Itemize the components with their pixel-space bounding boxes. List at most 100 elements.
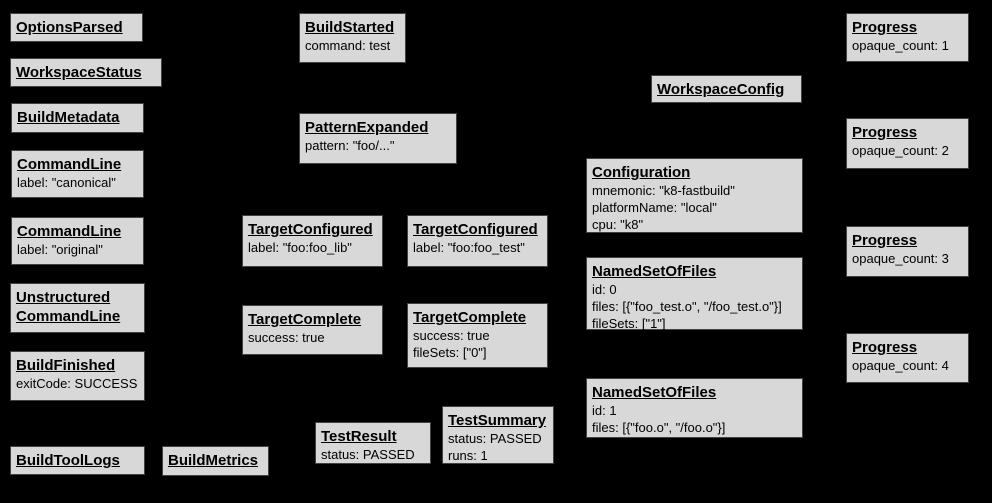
box-attr-line: success: true [248, 330, 325, 345]
box-attr-line: label: "canonical" [17, 175, 116, 190]
box-title: WorkspaceConfig [657, 80, 796, 99]
box-title-line: BuildMetrics [168, 452, 259, 469]
box-attr-line: exitCode: SUCCESS [16, 376, 138, 391]
event-box-command-line-original: CommandLine label: "original" [11, 217, 144, 265]
box-lines: label: "foo:foo_test" [413, 239, 542, 256]
box-title: Progress [852, 338, 963, 357]
box-title-line: TestSummary [448, 412, 547, 429]
box-lines: opaque_count: 3 [852, 250, 963, 267]
box-title: TargetConfigured [413, 220, 542, 239]
event-box-progress-2: Progress opaque_count: 2 [846, 118, 969, 169]
event-box-build-metrics: BuildMetrics [162, 446, 269, 476]
event-box-command-line-canonical: CommandLine label: "canonical" [11, 150, 144, 198]
box-title-line: OptionsParsed [16, 19, 123, 36]
box-attr-line: fileSets: ["0"] [413, 345, 487, 360]
box-attr-line: platformName: "local" [592, 200, 717, 215]
event-box-test-summary: TestSummary status: PASSED runs: 1 [442, 406, 554, 464]
box-title: OptionsParsed [16, 18, 137, 37]
box-attr-line: runs: 1 [448, 448, 488, 463]
box-title: CommandLine [17, 155, 138, 174]
box-title: TargetComplete [248, 310, 377, 329]
box-title: CommandLine [17, 222, 138, 241]
event-box-target-configured-foo-test: TargetConfigured label: "foo:foo_test" [407, 215, 548, 267]
box-title-line: Unstructured [16, 289, 111, 306]
event-box-options-parsed: OptionsParsed [10, 13, 143, 42]
box-attr-line: mnemonic: "k8-fastbuild" [592, 183, 735, 198]
box-lines: status: PASSED runs: 1 [448, 430, 548, 464]
box-title: WorkspaceStatus [16, 63, 156, 82]
event-box-build-started: BuildStarted command: test [299, 13, 406, 63]
box-lines: success: true [248, 329, 377, 346]
box-title: BuildStarted [305, 18, 400, 37]
box-lines: exitCode: SUCCESS [16, 375, 139, 392]
box-title-line: Configuration [592, 164, 691, 181]
box-title-line: TargetConfigured [413, 221, 538, 238]
event-box-build-tool-logs: BuildToolLogs [10, 446, 145, 475]
box-attr-line: status: PASSED [448, 431, 542, 446]
box-title-line: BuildToolLogs [16, 452, 120, 469]
box-title-line: NamedSetOfFiles [592, 384, 717, 401]
box-title: NamedSetOfFiles [592, 383, 797, 402]
box-lines: success: true fileSets: ["0"] [413, 327, 542, 361]
box-title-line: Progress [852, 339, 918, 356]
event-box-build-finished: BuildFinished exitCode: SUCCESS [10, 351, 145, 401]
event-box-target-configured-foo-lib: TargetConfigured label: "foo:foo_lib" [242, 215, 383, 267]
box-title: Progress [852, 18, 963, 37]
box-title: TargetConfigured [248, 220, 377, 239]
box-title-line: Progress [852, 232, 918, 249]
box-lines: opaque_count: 2 [852, 142, 963, 159]
box-title: Configuration [592, 163, 797, 182]
box-attr-line: opaque_count: 3 [852, 251, 949, 266]
box-title: Progress [852, 123, 963, 142]
box-title-line: TargetComplete [248, 311, 362, 328]
box-lines: label: "foo:foo_lib" [248, 239, 377, 256]
box-attr-line: success: true [413, 328, 490, 343]
event-box-target-complete-foo-lib: TargetComplete success: true [242, 305, 383, 355]
box-lines: mnemonic: "k8-fastbuild" platformName: "l… [592, 182, 797, 233]
event-box-progress-4: Progress opaque_count: 4 [846, 333, 969, 383]
box-attr-line: pattern: "foo/..." [305, 138, 395, 153]
box-attr-line: label: "original" [17, 242, 103, 257]
event-box-test-result: TestResult status: PASSED [315, 422, 431, 464]
box-attr-line: id: 0 [592, 282, 617, 297]
box-title-line: TestResult [321, 428, 397, 445]
box-lines: label: "original" [17, 241, 138, 258]
event-box-build-metadata: BuildMetadata [11, 103, 144, 133]
event-box-progress-3: Progress opaque_count: 3 [846, 226, 969, 277]
box-lines: command: test [305, 37, 400, 54]
box-title-line: PatternExpanded [305, 119, 429, 136]
box-title: TestResult [321, 427, 425, 446]
box-title-line: CommandLine [17, 223, 122, 240]
box-attr-line: label: "foo:foo_lib" [248, 240, 352, 255]
box-attr-line: cpu: "k8" [592, 217, 644, 232]
box-lines: label: "canonical" [17, 174, 138, 191]
box-attr-line: label: "foo:foo_test" [413, 240, 525, 255]
box-attr-line: fileSets: ["1"] [592, 316, 666, 331]
event-box-configuration: Configuration mnemonic: "k8-fastbuild" pl… [586, 158, 803, 233]
box-attr-line: status: PASSED [321, 447, 415, 462]
box-lines: opaque_count: 1 [852, 37, 963, 54]
box-title: BuildFinished [16, 356, 139, 375]
box-title-line: CommandLine [16, 308, 121, 325]
box-title: Progress [852, 231, 963, 250]
box-attr-line: opaque_count: 2 [852, 143, 949, 158]
box-title: TargetComplete [413, 308, 542, 327]
box-title-line: BuildMetadata [17, 109, 120, 126]
box-title-line: Progress [852, 19, 918, 36]
event-box-target-complete-foo-test: TargetComplete success: true fileSets: ["… [407, 303, 548, 368]
box-title-line: NamedSetOfFiles [592, 263, 717, 280]
box-title-line: WorkspaceStatus [16, 64, 142, 81]
box-title: BuildMetadata [17, 108, 138, 127]
box-title-line: BuildStarted [305, 19, 395, 36]
box-title-line: BuildFinished [16, 357, 116, 374]
event-box-workspace-status: WorkspaceStatus [10, 58, 162, 87]
box-title: TestSummary [448, 411, 548, 430]
box-title: NamedSetOfFiles [592, 262, 797, 281]
box-lines: opaque_count: 4 [852, 357, 963, 374]
box-title: PatternExpanded [305, 118, 451, 137]
